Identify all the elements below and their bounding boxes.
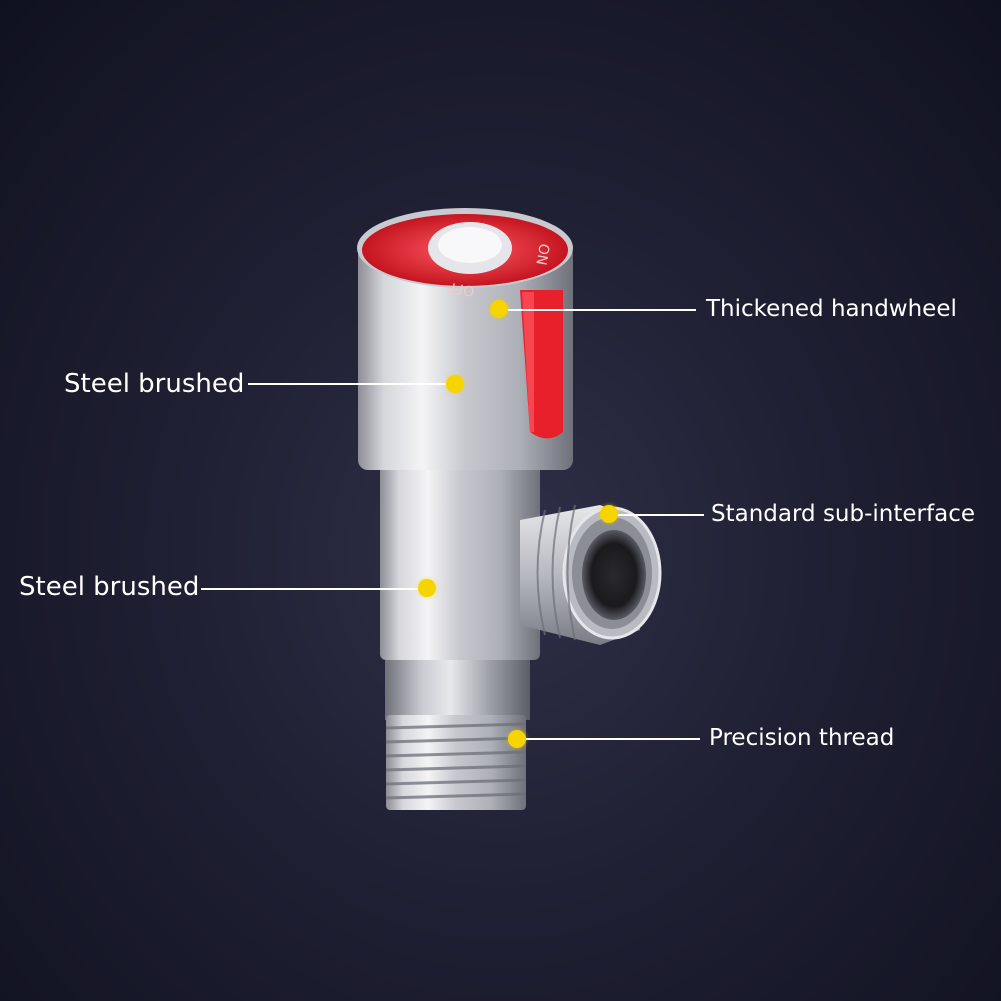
side-outlet [520,504,662,645]
steel-upper-leader-line [248,383,446,385]
subinterface-marker-dot [600,505,618,523]
callout-thickened-handwheel: Thickened handwheel [706,296,957,322]
dial-off-text: OFF [446,278,475,298]
lower-thread [385,655,530,810]
steel-lower-marker-dot [418,579,436,597]
dial-on-text: ON [532,242,551,266]
steel-lower-leader-line [201,588,418,590]
thread-marker-dot [508,730,526,748]
handwheel-marker-dot [490,300,508,318]
handwheel-leader-line [508,309,696,311]
callout-precision-thread: Precision thread [709,725,895,751]
handwheel [357,208,573,470]
subinterface-leader-line [618,514,704,516]
callout-standard-sub-interface: Standard sub-interface [711,501,975,527]
thread-leader-line [526,738,700,740]
valve-body [380,440,540,660]
callout-steel-brushed-lower: Steel brushed [19,572,200,602]
callout-steel-brushed-upper: Steel brushed [64,369,245,399]
steel-upper-marker-dot [446,375,464,393]
